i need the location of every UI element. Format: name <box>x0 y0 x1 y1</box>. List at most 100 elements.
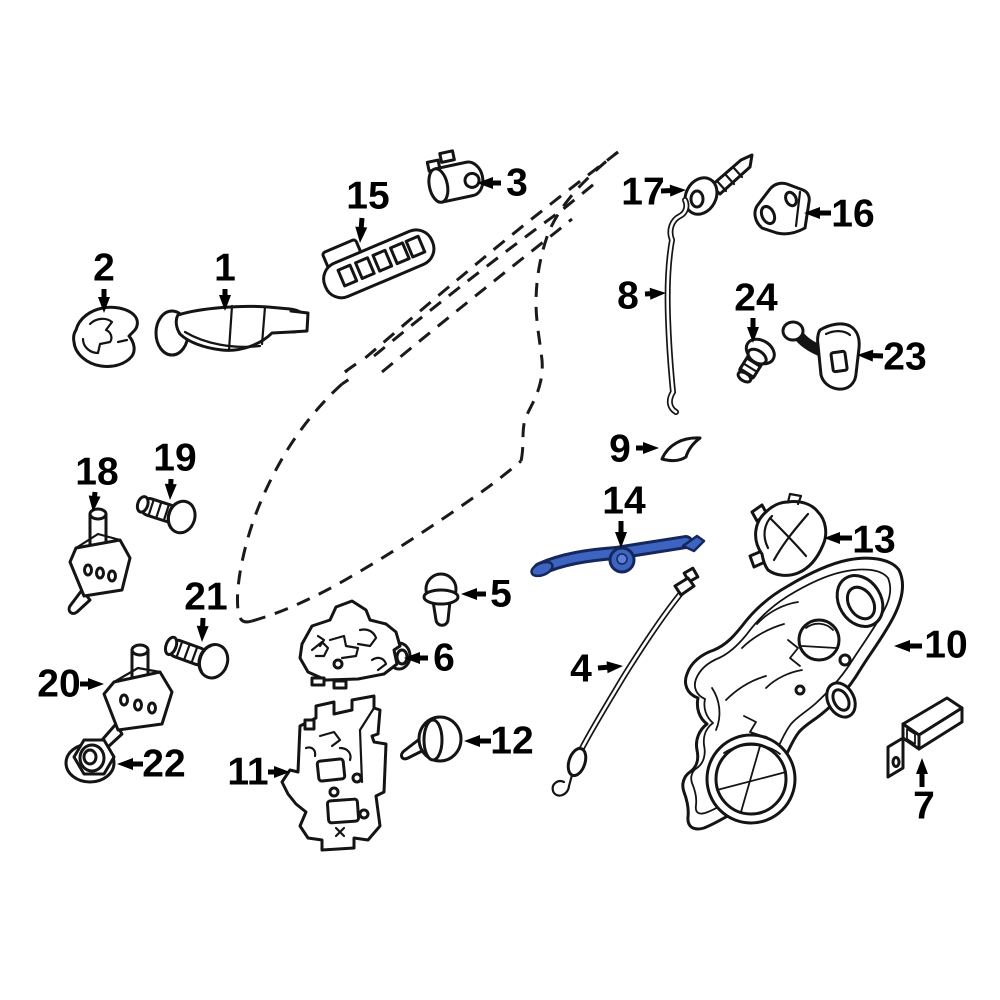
callout-label[interactable]: 10 <box>924 624 967 667</box>
callout-1[interactable]: 1 <box>214 247 236 312</box>
callout-label[interactable]: 12 <box>490 720 533 763</box>
part-8-latch-rod[interactable] <box>664 197 690 415</box>
part-19-screw[interactable] <box>133 488 199 537</box>
door-front-edge <box>363 150 619 361</box>
callout-22[interactable]: 22 <box>117 743 186 786</box>
callout-8[interactable]: 8 <box>617 275 666 318</box>
callout-4[interactable]: 4 <box>570 648 623 691</box>
door-outline <box>236 150 619 624</box>
callout-arrowhead <box>643 442 659 454</box>
callout-label[interactable]: 3 <box>506 162 528 205</box>
callout-label[interactable]: 17 <box>621 171 664 214</box>
callout-arrowhead <box>88 678 104 690</box>
callout-arrowhead <box>649 287 666 300</box>
callout-arrowhead <box>894 640 910 652</box>
callout-5[interactable]: 5 <box>461 573 512 616</box>
callout-label[interactable]: 19 <box>153 437 196 480</box>
part-20-striker-bracket[interactable] <box>99 643 174 749</box>
callout-label[interactable]: 14 <box>602 480 646 523</box>
callout-arrowhead <box>916 758 928 774</box>
door-window-frame-inner-2 <box>381 217 573 374</box>
callout-24[interactable]: 24 <box>734 277 778 344</box>
part-17-screw[interactable] <box>679 153 754 220</box>
part-13-handle-reinforcement[interactable] <box>748 492 828 577</box>
callout-20[interactable]: 20 <box>37 663 104 706</box>
callout-7[interactable]: 7 <box>913 758 935 828</box>
part-5-plug[interactable] <box>422 572 460 627</box>
callout-label[interactable]: 13 <box>852 519 895 562</box>
callout-21[interactable]: 21 <box>184 576 228 643</box>
door-window-frame-inner-1 <box>373 178 600 358</box>
part-15-switch-bezel[interactable] <box>313 212 439 303</box>
callout-17[interactable]: 17 <box>621 171 686 214</box>
part-1-door-handle[interactable] <box>154 304 310 357</box>
callout-arrowhead <box>461 588 477 600</box>
callout-arrowhead <box>669 184 686 197</box>
callout-label[interactable]: 2 <box>93 247 115 290</box>
part-11-latch-module[interactable] <box>280 694 388 852</box>
callout-label[interactable]: 15 <box>346 175 389 218</box>
callout-6[interactable]: 6 <box>404 637 455 680</box>
callout-label[interactable]: 4 <box>570 648 592 691</box>
part-24-screw[interactable] <box>730 334 779 388</box>
callout-arrowhead <box>88 495 101 512</box>
callout-label[interactable]: 9 <box>609 428 631 471</box>
callout-arrowhead <box>477 177 493 189</box>
callout-2[interactable]: 2 <box>93 247 115 314</box>
callout-label[interactable]: 20 <box>37 663 80 706</box>
callout-arrowhead <box>196 625 209 642</box>
callout-18[interactable]: 18 <box>75 451 119 513</box>
callout-label[interactable]: 5 <box>490 573 512 616</box>
callout-arrowhead <box>98 297 110 313</box>
callout-arrowhead <box>274 766 290 778</box>
door-bottom-edge <box>251 459 522 623</box>
door-rear-edge <box>519 150 619 462</box>
part-12-push-pin[interactable] <box>399 715 463 763</box>
callout-3[interactable]: 3 <box>477 162 528 205</box>
callout-12[interactable]: 12 <box>464 720 534 763</box>
callout-arrowhead <box>857 349 874 362</box>
callout-label[interactable]: 22 <box>142 743 185 786</box>
callout-label[interactable]: 6 <box>433 637 455 680</box>
part-22-flange-nut[interactable] <box>64 738 116 784</box>
door-mirror-notch <box>341 362 357 386</box>
part-7-striker-box[interactable] <box>886 696 964 779</box>
callout-11[interactable]: 11 <box>227 751 290 794</box>
part-16-hinge-bracket[interactable] <box>753 181 811 236</box>
callout-arrowhead <box>804 207 820 219</box>
callout-23[interactable]: 23 <box>857 336 927 379</box>
callout-label[interactable]: 8 <box>617 275 639 318</box>
part-9-guide-wedge[interactable] <box>660 436 702 463</box>
part-2-lock-cylinder-cap[interactable] <box>72 305 139 368</box>
callout-label[interactable]: 11 <box>227 751 268 794</box>
callout-arrowhead <box>117 758 133 770</box>
part-18-striker-bracket[interactable] <box>67 507 132 615</box>
callout-label[interactable]: 1 <box>214 247 236 290</box>
callout-arrowhead <box>747 327 759 343</box>
part-10-carrier-panel[interactable] <box>681 556 905 831</box>
callout-label[interactable]: 21 <box>184 576 227 619</box>
callout-14[interactable]: 14 <box>602 480 646 549</box>
callout-9[interactable]: 9 <box>609 428 659 471</box>
callout-arrowhead <box>404 652 420 664</box>
callout-arrowhead <box>464 735 480 747</box>
callout-label[interactable]: 7 <box>913 785 935 828</box>
part-14-highlighted-cable[interactable] <box>530 534 706 579</box>
callout-arrowhead <box>219 295 231 311</box>
callout-arrowhead <box>824 532 840 544</box>
part-3-lock-barrel[interactable] <box>423 146 486 204</box>
callout-19[interactable]: 19 <box>153 437 197 501</box>
callout-label[interactable]: 23 <box>883 336 926 379</box>
callout-label[interactable]: 16 <box>831 193 874 236</box>
part-4-lock-cable[interactable] <box>551 566 700 797</box>
part-6-latch-assembly[interactable] <box>298 599 412 690</box>
callout-10[interactable]: 10 <box>894 624 968 667</box>
callout-15[interactable]: 15 <box>346 175 390 244</box>
callout-16[interactable]: 16 <box>804 193 875 236</box>
part-21-screw[interactable] <box>161 628 233 682</box>
part-23-handle-seal[interactable] <box>781 320 861 391</box>
callout-label[interactable]: 18 <box>75 451 118 494</box>
callout-arrowhead <box>615 532 627 548</box>
callout-13[interactable]: 13 <box>824 519 896 562</box>
callout-label[interactable]: 24 <box>734 277 778 320</box>
